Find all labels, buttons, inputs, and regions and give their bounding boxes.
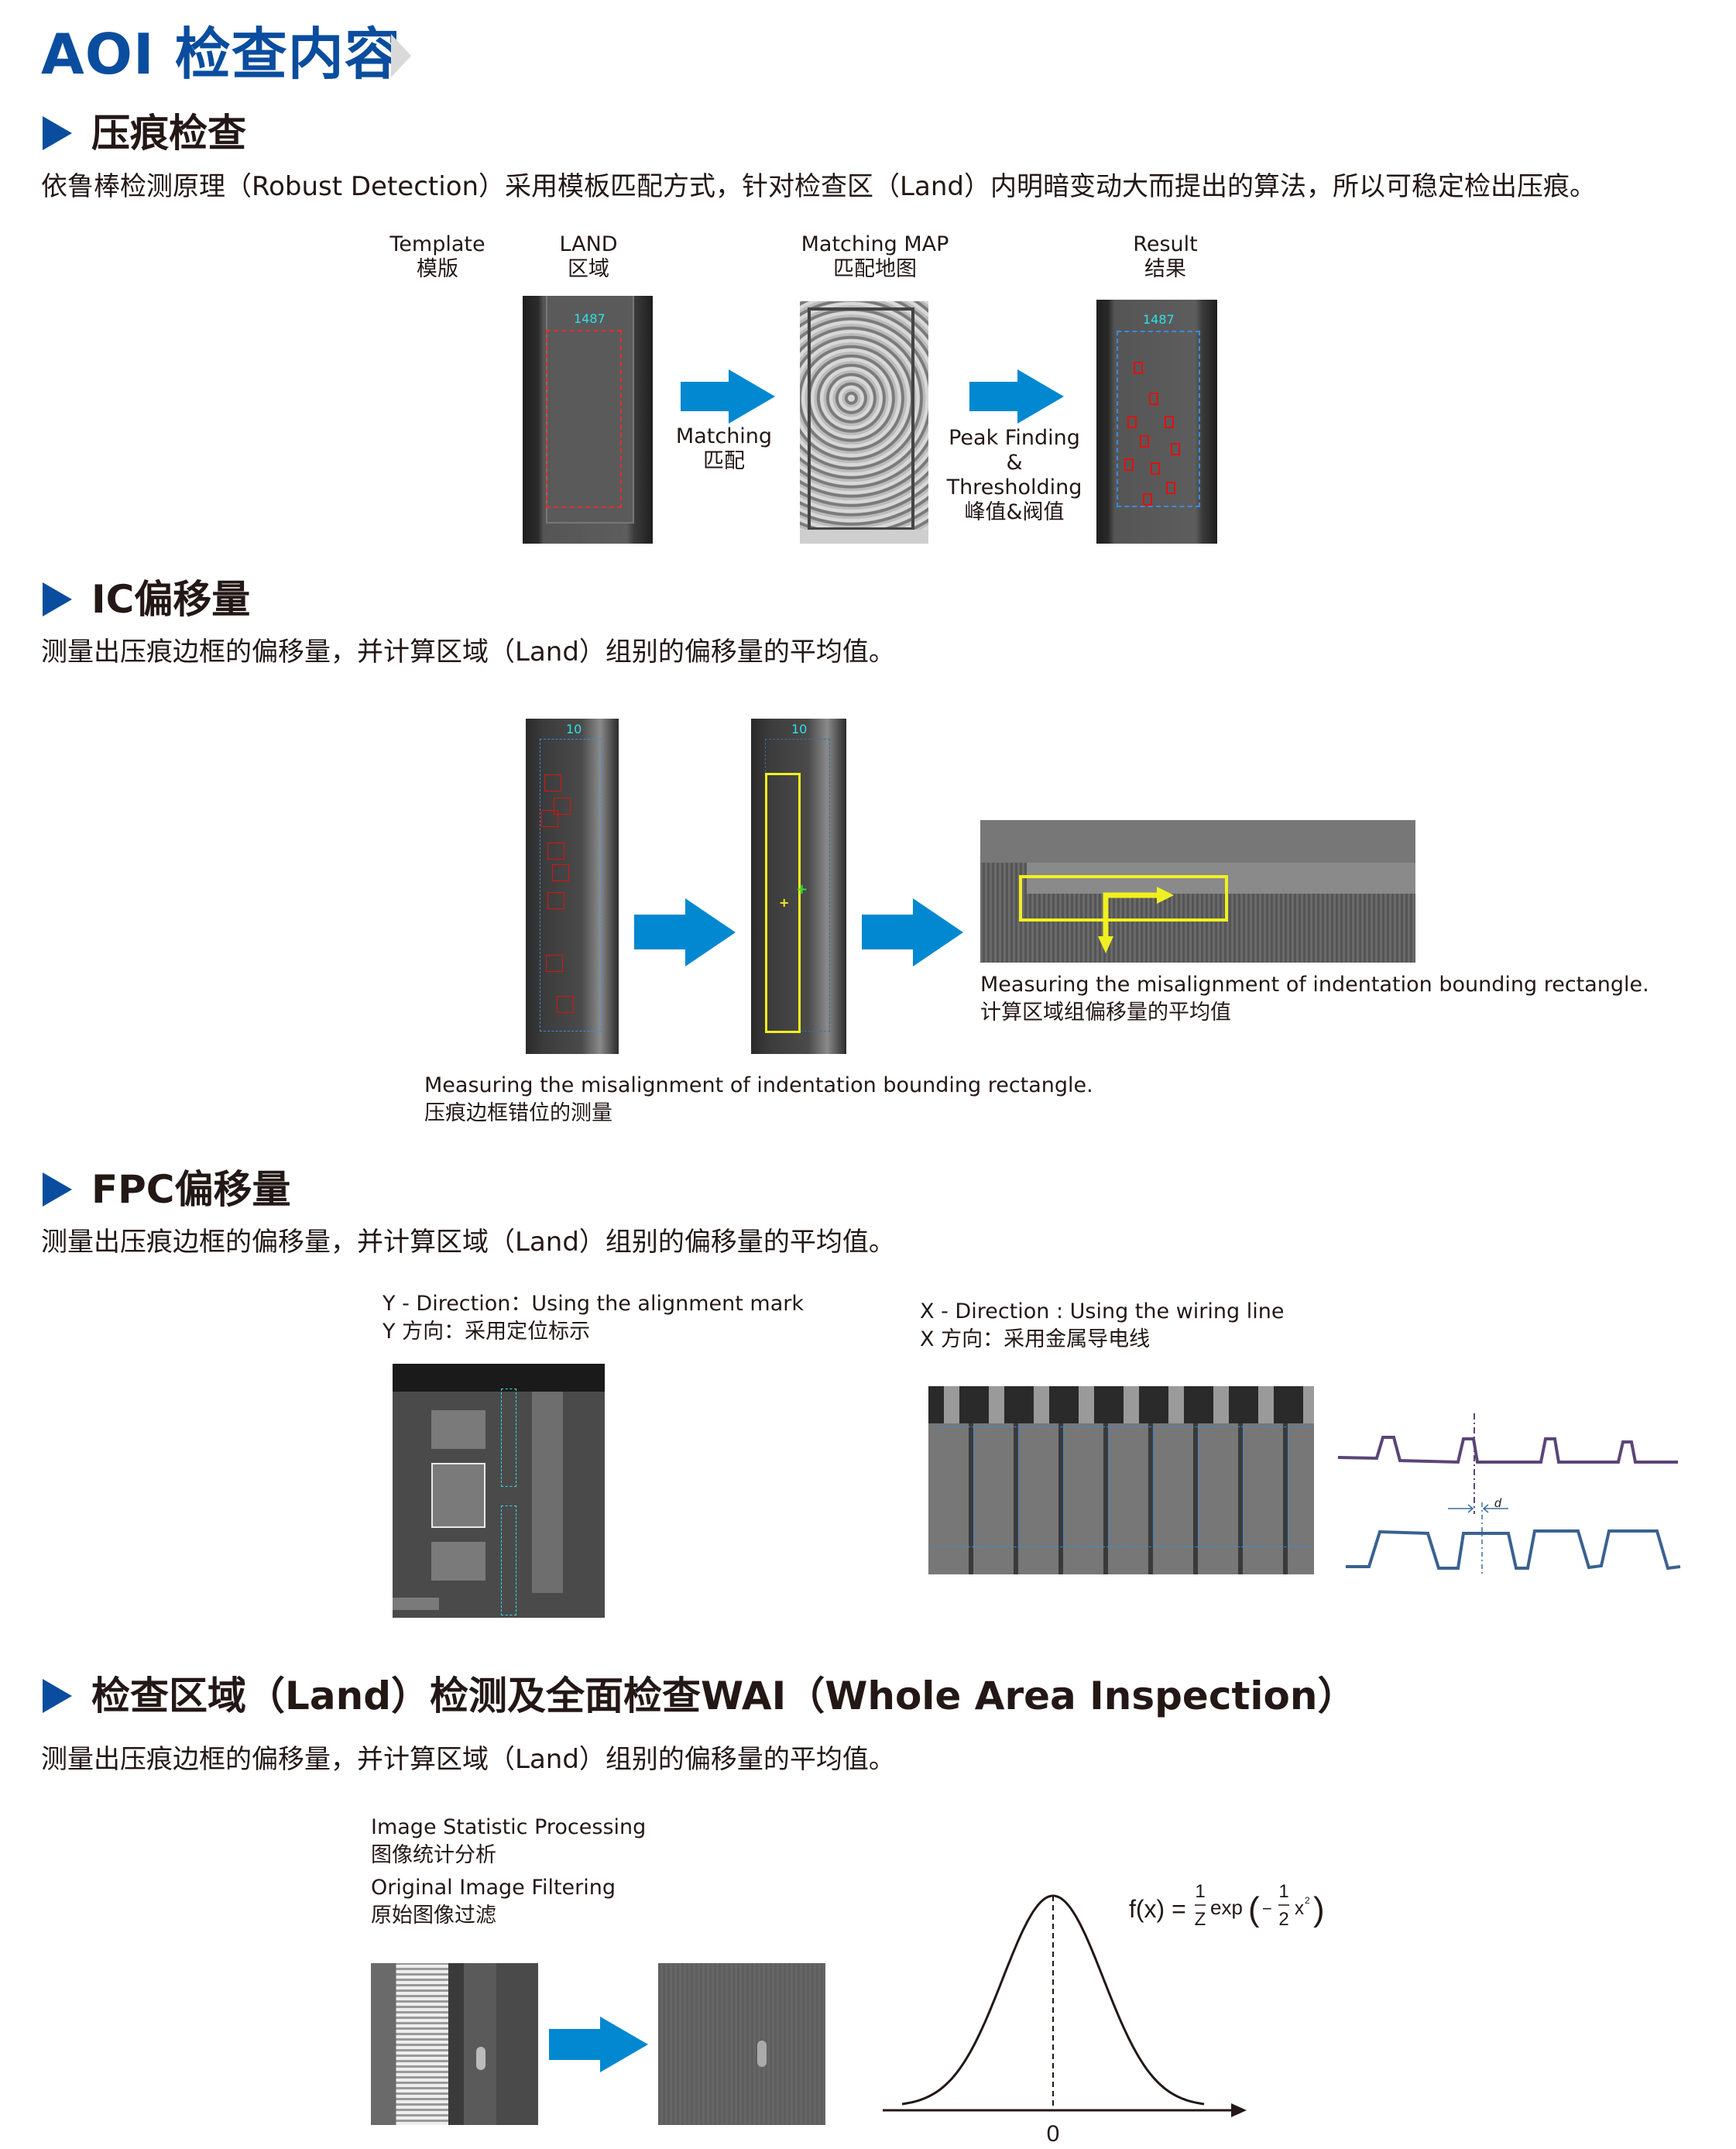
formula-rparen: ) xyxy=(1313,1890,1325,1928)
label-template-en: Template xyxy=(389,232,485,256)
section-heading-indentation: 压痕检查 xyxy=(91,111,246,156)
label-peak-amp: & xyxy=(1006,451,1023,475)
land-id-text: 10 xyxy=(791,722,808,736)
arrow-right-icon xyxy=(549,2017,648,2072)
result-region-box xyxy=(1117,331,1200,507)
section-bullet-icon xyxy=(43,582,72,616)
label-x-direction-en: X - Direction : Using the wiring line xyxy=(920,1299,1285,1323)
label-x-direction: X - Direction : Using the wiring line X … xyxy=(920,1298,1284,1354)
formula-exp: exp xyxy=(1210,1896,1243,1919)
original-image xyxy=(371,1963,538,2125)
label-matching-map: Matching MAP 匹配地图 xyxy=(790,232,960,282)
label-matching-en: Matching xyxy=(675,424,773,448)
d-label: d xyxy=(1494,1497,1502,1510)
formula-var: x xyxy=(1295,1898,1304,1919)
label-result-zh: 结果 xyxy=(1144,257,1186,281)
caption-right-en: Measuring the misalignment of indentatio… xyxy=(980,973,1649,997)
label-filter-zh: 原始图像过滤 xyxy=(371,1904,496,1928)
label-statistic-processing: Image Statistic Processing 图像统计分析 xyxy=(371,1814,646,1869)
label-map-zh: 匹配地图 xyxy=(833,257,917,281)
section-description: 测量出压痕边框的偏移量，并计算区域（Land）组别的偏移量的平均值。 xyxy=(41,637,895,668)
label-result: Result 结果 xyxy=(1107,232,1223,282)
arrow-right-icon xyxy=(634,898,736,966)
fpc-alignment-mark-image xyxy=(393,1364,605,1618)
top-profile-line xyxy=(1337,1436,1678,1464)
formula-pow: 2 xyxy=(1305,1895,1310,1906)
land-id-text: 10 xyxy=(566,722,582,736)
label-x-direction-zh: X 方向：采用金属导电线 xyxy=(920,1327,1151,1351)
label-peak-en1: Peak Finding xyxy=(949,426,1080,450)
ic-alignment-rect xyxy=(1019,875,1228,922)
formula-den2: 2 xyxy=(1278,1909,1288,1930)
formula-den1: Z xyxy=(1195,1909,1206,1930)
xy-offset-arrows-icon xyxy=(1098,887,1174,953)
formula-num2: 1 xyxy=(1278,1881,1288,1902)
gaussian-chart: 0 f(x) = 1 Z exp ( − 1 2 x 2 ) xyxy=(883,1881,1325,2147)
label-y-direction-zh: Y 方向：采用定位标示 xyxy=(383,1320,591,1344)
section-bullet-icon xyxy=(43,116,72,150)
section-description: 测量出压痕边框的偏移量，并计算区域（Land）组别的偏移量的平均值。 xyxy=(41,1744,895,1775)
formula-num1: 1 xyxy=(1195,1881,1205,1902)
arrow-right-icon xyxy=(862,898,963,966)
label-map-en: Matching MAP xyxy=(801,232,949,256)
label-land-zh: 区域 xyxy=(568,257,609,281)
caption-left-en: Measuring the misalignment of indentatio… xyxy=(424,1073,1093,1097)
caption-right: Measuring the misalignment of indentatio… xyxy=(980,971,1649,1027)
formula-lhs: f(x) = xyxy=(1129,1895,1186,1923)
section-bullet-icon xyxy=(43,1172,72,1207)
label-y-direction-en: Y - Direction：Using the alignment mark xyxy=(383,1292,805,1316)
x-tick-label: 0 xyxy=(1047,2121,1060,2147)
label-image-filtering: Original Image Filtering 原始图像过滤 xyxy=(371,1874,616,1930)
section-bullet-icon xyxy=(43,1679,72,1713)
label-matching: Matching 匹配 xyxy=(666,424,782,474)
label-peak-en2: Thresholding xyxy=(946,475,1082,499)
section-description: 依鲁棒检测原理（Robust Detection）采用模板匹配方式，针对检查区（… xyxy=(41,171,1596,202)
land-image: 1487 xyxy=(523,296,653,544)
section-heading-fpc-offset: FPC偏移量 xyxy=(91,1167,291,1212)
land-id-text: 1487 xyxy=(574,311,606,326)
formula-lparen: ( xyxy=(1248,1890,1260,1928)
label-y-direction: Y - Direction：Using the alignment mark Y… xyxy=(383,1290,804,1346)
page-title: AOI 检查内容 xyxy=(41,22,401,87)
title-chevron-icon xyxy=(391,34,411,77)
caption-left: Measuring the misalignment of indentatio… xyxy=(424,1072,1093,1128)
label-filter-en: Original Image Filtering xyxy=(371,1876,616,1900)
arrow-right-icon xyxy=(681,369,775,424)
ic-land-image-2: 10 + + xyxy=(751,719,846,1054)
section-heading-wai: 检查区域（Land）检测及全面检查WAI（Whole Area Inspecti… xyxy=(91,1674,1357,1718)
ic-land-image-1: 10 xyxy=(526,719,619,1054)
ic-bounding-rect xyxy=(765,773,801,1033)
label-template-zh: 模版 xyxy=(417,257,458,281)
land-region-box xyxy=(546,330,622,508)
result-image: 1487 xyxy=(1096,300,1217,544)
label-template: Template 模版 xyxy=(379,232,496,282)
label-peak-finding: Peak Finding & Thresholding 峰值&阀值 xyxy=(937,426,1092,525)
offset-arrows-icon xyxy=(1448,1504,1508,1513)
label-matching-zh: 匹配 xyxy=(703,449,745,473)
label-peak-zh: 峰值&阀值 xyxy=(964,500,1065,524)
section-description: 测量出压痕边框的偏移量，并计算区域（Land）组别的偏移量的平均值。 xyxy=(41,1227,895,1258)
wiring-profile-diagram: d xyxy=(1337,1413,1681,1576)
result-id-text: 1487 xyxy=(1143,312,1175,327)
alignment-mark-box xyxy=(431,1463,485,1528)
matching-map-image xyxy=(800,301,928,544)
label-land: LAND 区域 xyxy=(534,232,643,282)
label-result-en: Result xyxy=(1133,232,1198,256)
label-stat-zh: 图像统计分析 xyxy=(371,1843,496,1867)
label-land-en: LAND xyxy=(559,232,618,256)
caption-left-zh: 压痕边框错位的测量 xyxy=(424,1101,612,1125)
fpc-wiring-image xyxy=(928,1386,1314,1574)
label-stat-en: Image Statistic Processing xyxy=(371,1815,647,1839)
section-heading-ic-offset: IC偏移量 xyxy=(91,577,251,622)
ic-chip-image xyxy=(980,820,1415,963)
arrow-right-icon xyxy=(969,369,1064,424)
bottom-profile-line xyxy=(1346,1529,1681,1571)
caption-right-zh: 计算区域组偏移量的平均值 xyxy=(980,1001,1231,1025)
land-region-boxes xyxy=(933,1426,1309,1547)
x-axis-arrow-icon xyxy=(1231,2103,1247,2117)
formula: f(x) = 1 Z exp ( − 1 2 x 2 ) xyxy=(1129,1881,1325,1930)
formula-minus: − xyxy=(1262,1899,1272,1918)
filtered-image xyxy=(658,1963,825,2125)
